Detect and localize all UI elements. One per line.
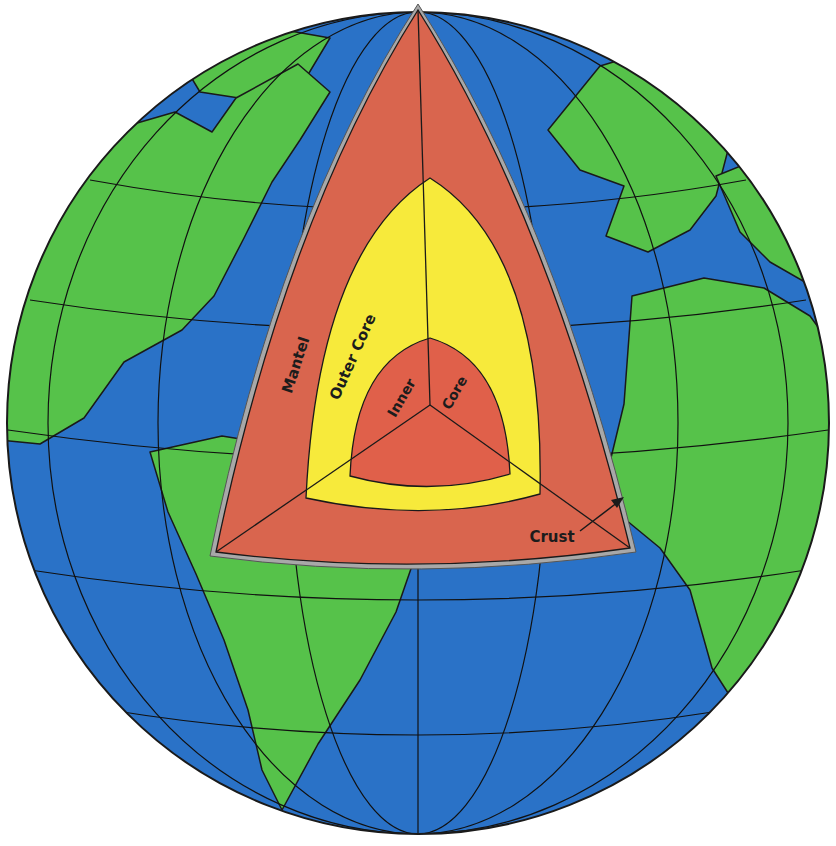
section-lines [216, 10, 630, 552]
crust-band [210, 4, 636, 569]
outer-core-band-outline [306, 178, 540, 511]
inner-core-shape [344, 334, 516, 502]
mantle-band: MantelOuter CoreInnerCore [212, 6, 636, 582]
section-line [418, 10, 430, 405]
section-lines [216, 10, 630, 552]
section-line [216, 405, 430, 552]
inner-core-outline [350, 338, 510, 487]
section-line [430, 405, 630, 548]
leader-line [580, 502, 618, 531]
mantle-band-outline [216, 10, 630, 564]
section-lines [216, 10, 630, 552]
outer-core-band: Outer CoreInnerCore [300, 174, 548, 530]
part-label: Crust [529, 529, 574, 546]
inner-core: InnerCore [344, 334, 516, 502]
leader-arrowhead [611, 497, 624, 508]
